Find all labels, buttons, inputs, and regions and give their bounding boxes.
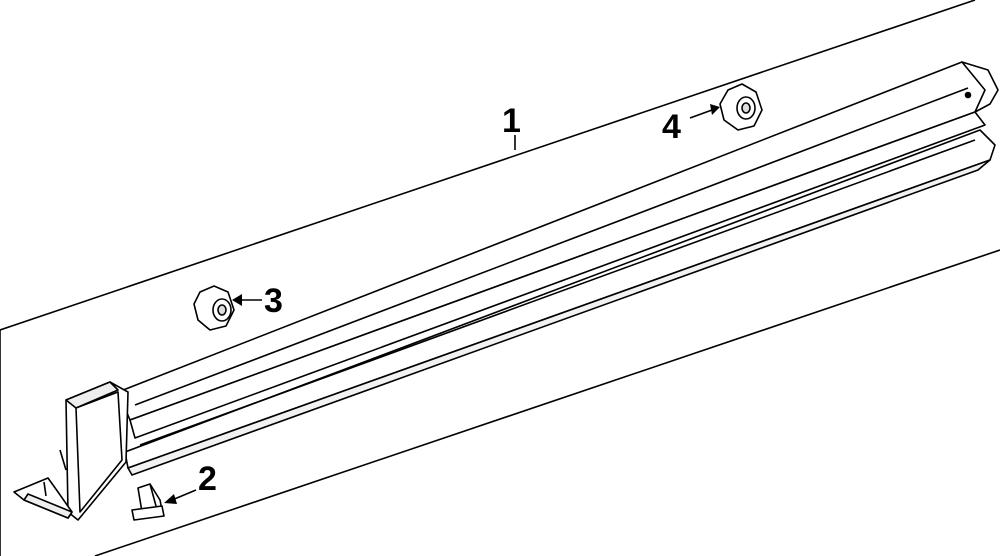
callout-4: 4 (662, 108, 681, 146)
frame-outline-bottom (94, 249, 1000, 556)
callout-4-arrowhead (710, 104, 720, 115)
callout-4-leader (689, 109, 713, 119)
callout-2-leader (171, 489, 197, 501)
frame-outline (0, 0, 976, 331)
rocker-molding (117, 61, 999, 476)
callout-3: 3 (264, 282, 283, 320)
callout-2-arrowhead (164, 494, 177, 504)
callout-2: 2 (198, 460, 217, 498)
nut-part-4 (719, 83, 763, 131)
callout-3-arrowhead (232, 294, 242, 306)
nut-part-3 (193, 285, 235, 331)
molding-end-cap (13, 381, 129, 521)
callout-1: 1 (502, 102, 521, 140)
clip-part-2 (131, 483, 165, 521)
